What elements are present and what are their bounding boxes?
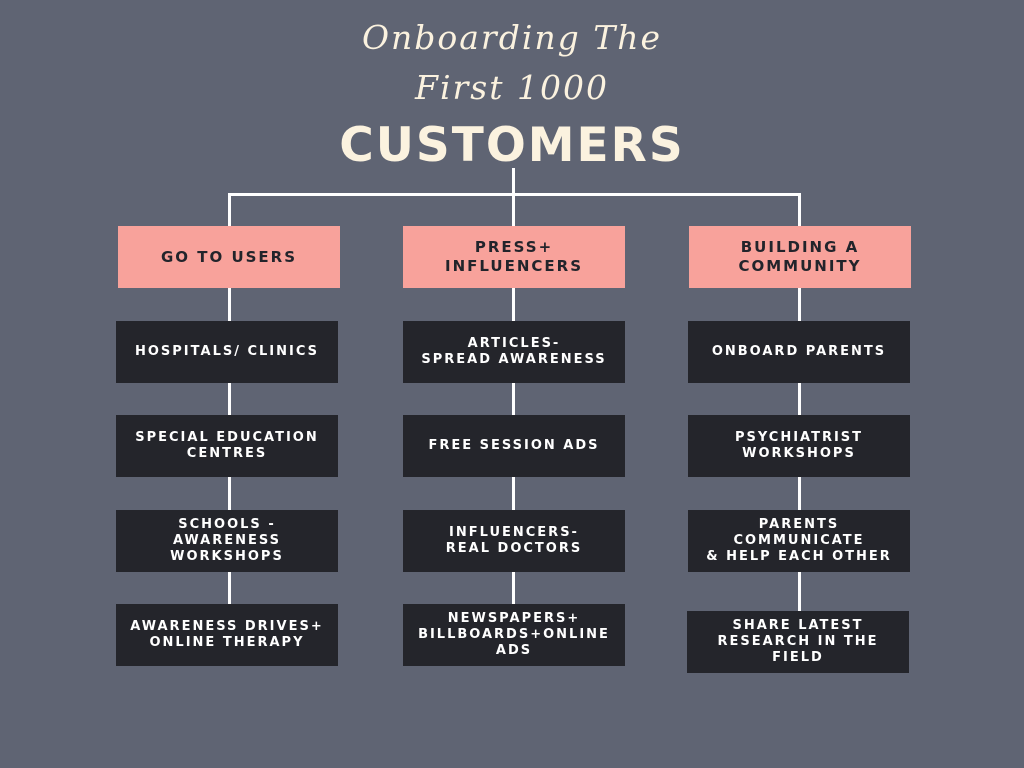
connector-right-drop [798, 193, 801, 228]
item-free-session-ads: FREE SESSION ADS [403, 415, 625, 477]
header-building-a-community: BUILDING A COMMUNITY [689, 226, 911, 288]
connector-left-drop [228, 193, 231, 228]
item-influencers-real-doctors: INFLUENCERS- REAL DOCTORS [403, 510, 625, 572]
page-title: CUSTOMERS [339, 118, 685, 173]
item-onboard-parents: ONBOARD PARENTS [688, 321, 910, 383]
item-awareness-drives-online-therapy: AWARENESS DRIVES+ ONLINE THERAPY [116, 604, 338, 666]
header-press-influencers: PRESS+ INFLUENCERS [403, 226, 625, 288]
title-line-1: Onboarding The [361, 18, 663, 57]
connector-horizontal [228, 193, 801, 196]
item-newspapers-billboards-online-ads: NEWSPAPERS+ BILLBOARDS+ONLINE ADS [403, 604, 625, 666]
header-go-to-users: GO TO USERS [118, 226, 340, 288]
item-hospitals-clinics: HOSPITALS/ CLINICS [116, 321, 338, 383]
item-parents-communicate: PARENTS COMMUNICATE & HELP EACH OTHER [688, 510, 910, 572]
title-line-2: First 1000 [415, 68, 609, 107]
item-articles-spread-awareness: ARTICLES- SPREAD AWARENESS [403, 321, 625, 383]
connector-trunk [512, 168, 515, 228]
item-special-education-centres: SPECIAL EDUCATION CENTRES [116, 415, 338, 477]
item-share-latest-research: SHARE LATEST RESEARCH IN THE FIELD [687, 611, 909, 673]
item-psychiatrist-workshops: PSYCHIATRIST WORKSHOPS [688, 415, 910, 477]
item-schools-awareness-workshops: SCHOOLS - AWARENESS WORKSHOPS [116, 510, 338, 572]
